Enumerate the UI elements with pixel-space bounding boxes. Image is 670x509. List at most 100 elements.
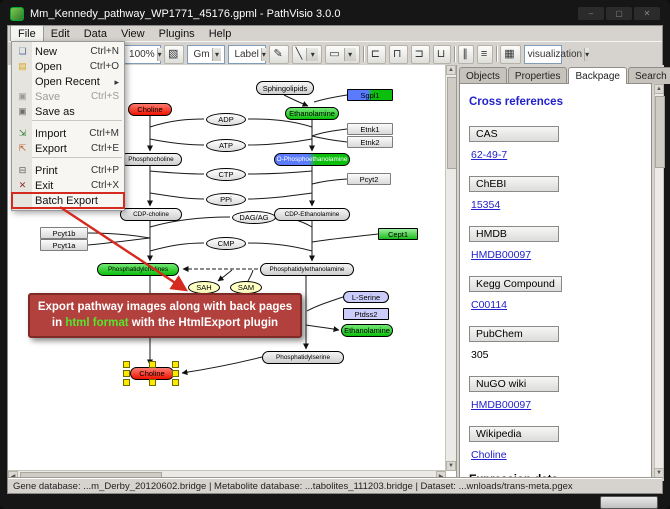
shape-tool-dropdown[interactable]: ▭	[325, 44, 360, 64]
canvas-horizontal-scrollbar[interactable]: ◀ ▶	[8, 470, 446, 481]
scroll-up-icon[interactable]: ▲	[654, 84, 664, 94]
node-phosphocholine[interactable]: Phosphocholine	[120, 153, 182, 166]
label-tool-dropdown[interactable]: Label	[228, 44, 267, 64]
file-menu-batch-export[interactable]: Batch Export	[11, 192, 125, 209]
selection-handle[interactable]	[149, 361, 156, 368]
menu-edit[interactable]: Edit	[44, 26, 77, 41]
crossref-link[interactable]: HMDB00097	[471, 249, 532, 261]
node-atp[interactable]: ATP	[206, 139, 246, 152]
node-o-phosphoethanolamine[interactable]: O-Phosphoethanolamine	[274, 153, 350, 166]
node-dag[interactable]: DAG/AG	[232, 211, 276, 224]
file-menu-save-as[interactable]: ▣ Save as	[12, 104, 124, 119]
tab-properties[interactable]: Properties	[507, 67, 568, 84]
node-cmp[interactable]: CMP	[206, 237, 246, 250]
node-cept1[interactable]: Cept1	[378, 228, 418, 240]
panel-vertical-scrollbar[interactable]: ▲ ▼	[654, 83, 665, 479]
canvas-vertical-scrollbar[interactable]: ▲ ▼	[445, 65, 456, 471]
crossref-link[interactable]: Choline	[471, 449, 507, 461]
dropdown-caret-icon	[343, 47, 356, 61]
zoom-combobox[interactable]: 100%	[123, 44, 162, 64]
pathway-node-label: Etnk1	[360, 124, 380, 134]
align-bottom-button[interactable]: ⊔	[432, 44, 452, 64]
crossref-link[interactable]: 62-49-7	[471, 149, 508, 161]
menu-view[interactable]: View	[114, 26, 152, 41]
file-menu-open-recent[interactable]: Open Recent	[12, 74, 124, 89]
selection-handle[interactable]	[149, 379, 156, 386]
scrollbar-thumb[interactable]	[447, 77, 456, 169]
pathway-node-label: SAH	[196, 283, 212, 292]
scroll-down-icon[interactable]: ▼	[446, 461, 456, 471]
node-ptdss2[interactable]: Ptdss2	[343, 308, 389, 320]
crossref-link[interactable]: 305	[471, 349, 489, 361]
node-ethanolamine-top[interactable]: Ethanolamine	[285, 107, 339, 120]
file-menu-open[interactable]: ▤ Open Ctrl+O	[12, 59, 124, 74]
node-ctp[interactable]: CTP	[206, 168, 246, 181]
file-menu-import[interactable]: ⇲ Import Ctrl+M	[12, 126, 124, 141]
visualization-value: visualization	[527, 48, 583, 60]
node-etnk1[interactable]: Etnk1	[347, 123, 393, 135]
crossref-nugo: NuGO wiki HMDB00097	[469, 374, 642, 411]
menu-data[interactable]: Data	[77, 26, 114, 41]
selection-handle[interactable]	[172, 379, 179, 386]
node-ethanolamine-right[interactable]: Ethanolamine	[341, 324, 393, 337]
selection-handle[interactable]	[172, 361, 179, 368]
tab-objects[interactable]: Objects	[459, 67, 507, 84]
visualization-combobox[interactable]: visualization	[523, 44, 590, 64]
menu-file[interactable]: File	[10, 25, 44, 42]
node-phosphatidylserine[interactable]: Phosphatidylserine	[262, 351, 344, 364]
snapshot-button[interactable]: ▧	[164, 44, 185, 64]
file-menu-export[interactable]: ⇱ Export Ctrl+E	[12, 141, 124, 156]
node-ppi[interactable]: PPi	[206, 193, 246, 206]
datanode-dropdown[interactable]: Gm	[187, 44, 226, 64]
node-cdp-choline[interactable]: CDP-choline	[120, 208, 182, 221]
maximize-button[interactable]: ▢	[606, 7, 632, 20]
crossref-link[interactable]: C00114	[471, 299, 508, 311]
crossref-source: CAS	[469, 126, 559, 142]
close-button[interactable]: ✕	[634, 7, 660, 20]
pathway-node-label: DAG/AG	[239, 213, 269, 222]
line-tool-dropdown[interactable]: ╲	[291, 44, 323, 64]
data-table-button[interactable]: ▦	[500, 44, 521, 64]
node-sgpl1[interactable]: Sgpl1	[347, 89, 393, 101]
crossref-link[interactable]: 15354	[471, 199, 501, 211]
scrollbar-thumb[interactable]	[655, 96, 665, 168]
minimize-button[interactable]: –	[578, 7, 604, 20]
align-center-button[interactable]: ⊓	[388, 44, 408, 64]
align-right-button[interactable]: ⊐	[410, 44, 430, 64]
node-l-serine[interactable]: L-Serine	[343, 291, 389, 303]
node-pcyt2[interactable]: Pcyt2	[347, 173, 391, 185]
pencil-tool-button[interactable]: ✎	[269, 44, 289, 64]
toolbar-icon: ✎	[273, 47, 283, 60]
selection-handle[interactable]	[123, 361, 130, 368]
node-pcyt1a[interactable]: Pcyt1a	[40, 239, 88, 251]
scroll-up-icon[interactable]: ▲	[446, 65, 456, 75]
file-menu-exit[interactable]: ✕ Exit Ctrl+X	[12, 178, 124, 193]
titlebar[interactable]: Mm_Kennedy_pathway_WP1771_45176.gpml - P…	[10, 4, 660, 23]
selection-handle[interactable]	[172, 370, 179, 377]
scrollbar-thumb[interactable]	[20, 472, 162, 481]
selection-handle[interactable]	[123, 379, 130, 386]
file-menu-print[interactable]: ⊟ Print Ctrl+P	[12, 163, 124, 178]
crossref-link[interactable]: HMDB00097	[471, 399, 532, 411]
node-pcyt1b[interactable]: Pcyt1b	[40, 227, 88, 239]
stack-vertical-button[interactable]: ∥	[458, 44, 474, 64]
menu-help[interactable]: Help	[202, 26, 239, 41]
tab-search[interactable]: Search	[627, 67, 670, 84]
scroll-down-icon[interactable]: ▼	[654, 468, 664, 478]
tab-backpage[interactable]: Backpage	[568, 67, 627, 84]
node-cdp-ethanolamine[interactable]: CDP-Ethanolamine	[274, 208, 350, 221]
node-choline-top[interactable]: Choline	[128, 103, 172, 116]
node-sphingolipids[interactable]: Sphingolipids	[256, 81, 314, 95]
node-etnk2[interactable]: Etnk2	[347, 136, 393, 148]
file-menu-new[interactable]: ❏ New Ctrl+N	[12, 44, 124, 59]
menu-item-shortcut: Ctrl+S	[90, 91, 119, 102]
menu-item-shortcut: Ctrl+M	[89, 128, 119, 139]
menu-plugins[interactable]: Plugins	[152, 26, 202, 41]
selection-handle[interactable]	[123, 370, 130, 377]
file-menu-save[interactable]: ▣ Save Ctrl+S	[12, 89, 124, 104]
node-phosphatidylcholines[interactable]: Phosphatidylcholines	[97, 263, 179, 276]
align-left-button[interactable]: ⊏	[366, 44, 386, 64]
node-adp[interactable]: ADP	[206, 113, 246, 126]
stack-horizontal-button[interactable]: ≡	[476, 44, 494, 64]
node-phosphatidylethanolamine[interactable]: Phosphatidylethanolamine	[260, 263, 354, 276]
